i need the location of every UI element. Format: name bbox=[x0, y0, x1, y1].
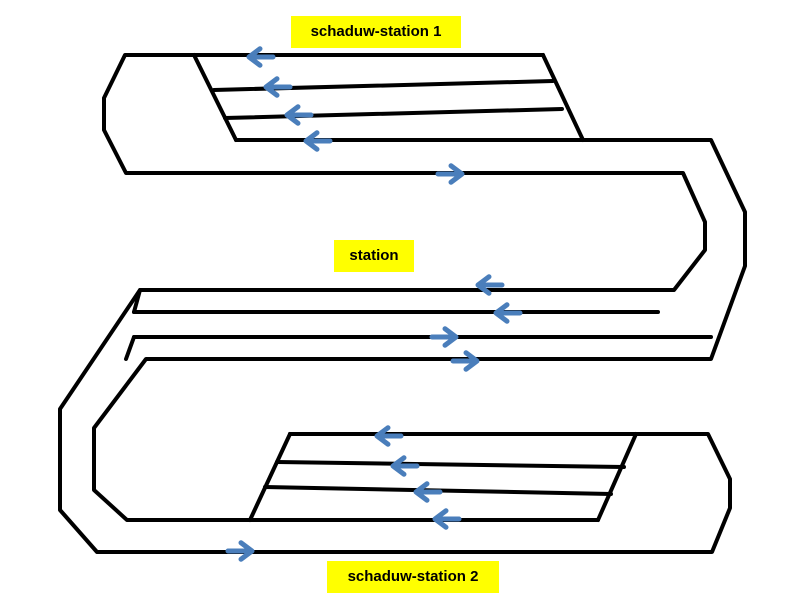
direction-arrow-left-12 bbox=[413, 481, 443, 503]
direction-arrow-left-11 bbox=[390, 455, 420, 477]
track-lines bbox=[58, 53, 747, 554]
direction-arrow-left-10 bbox=[374, 425, 404, 447]
station-label: station bbox=[334, 240, 414, 272]
direction-arrow-left-13 bbox=[432, 508, 462, 530]
shadow-2-entry-diagonal bbox=[248, 432, 292, 522]
direction-arrow-right-14 bbox=[225, 540, 255, 562]
direction-arrow-left-1 bbox=[246, 46, 276, 68]
outer-track bbox=[58, 53, 732, 554]
direction-arrow-left-2 bbox=[263, 76, 293, 98]
station-track-4 bbox=[124, 335, 136, 361]
direction-arrow-left-7 bbox=[493, 302, 523, 324]
station-track-1 bbox=[132, 288, 142, 314]
direction-arrows bbox=[225, 46, 523, 562]
direction-arrow-right-9 bbox=[450, 350, 480, 372]
shadow-station-1-label: schaduw-station 1 bbox=[291, 16, 461, 48]
direction-arrow-left-3 bbox=[284, 104, 314, 126]
shadow-1-track-2 bbox=[223, 107, 564, 120]
direction-arrow-left-6 bbox=[475, 274, 505, 296]
direction-arrow-right-5 bbox=[435, 163, 465, 185]
shadow-1-exit-diagonal bbox=[541, 53, 585, 142]
shadow-1-entry-diagonal bbox=[192, 53, 238, 142]
shadow-2-track-1 bbox=[275, 460, 626, 469]
direction-arrow-left-4 bbox=[303, 130, 333, 152]
direction-arrow-right-8 bbox=[429, 326, 459, 348]
shadow-station-2-label: schaduw-station 2 bbox=[327, 561, 499, 593]
inner-track bbox=[92, 138, 747, 522]
shadow-2-exit-diagonal bbox=[596, 432, 638, 522]
